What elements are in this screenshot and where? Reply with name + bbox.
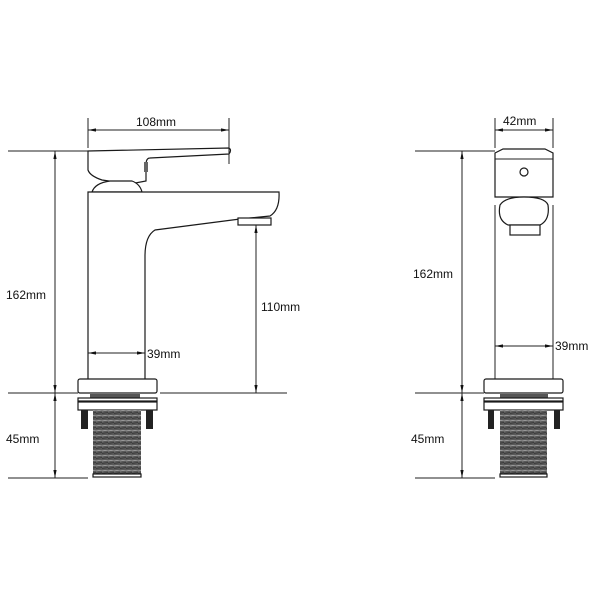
indicator-cap (519, 167, 529, 177)
aerator-front (509, 224, 541, 236)
threaded-shank (93, 410, 141, 475)
body-width-label: 39mm (147, 347, 180, 361)
stud-right (146, 410, 153, 429)
threaded-shank-front (500, 410, 547, 475)
washer (90, 394, 140, 398)
side-view: 108mm 162mm 45mm 110mm 39mm (6, 115, 300, 479)
base-collar-front (483, 378, 564, 394)
cartridge-dome (91, 180, 143, 193)
thread-length-label: 45mm (6, 432, 39, 446)
spout-reach-label: 108mm (136, 115, 176, 129)
base-collar (77, 378, 158, 394)
aerator (237, 217, 272, 226)
stud-left (81, 410, 88, 429)
lever-handle (87, 147, 232, 185)
total-height-label: 162mm (6, 288, 46, 302)
spout-height-label: 110mm (261, 300, 300, 314)
cartridge-dome-front (498, 196, 549, 226)
handle-screw (144, 162, 148, 172)
body-width-label-front: 39mm (555, 339, 588, 353)
thread-length-label-front: 45mm (411, 432, 444, 446)
total-height-label-front: 162mm (413, 267, 453, 281)
handle-width-label: 42mm (503, 114, 536, 128)
front-view: 42mm 162mm 45mm 39mm (411, 114, 588, 479)
tap-body (87, 191, 280, 381)
backnut-plate (77, 401, 158, 411)
